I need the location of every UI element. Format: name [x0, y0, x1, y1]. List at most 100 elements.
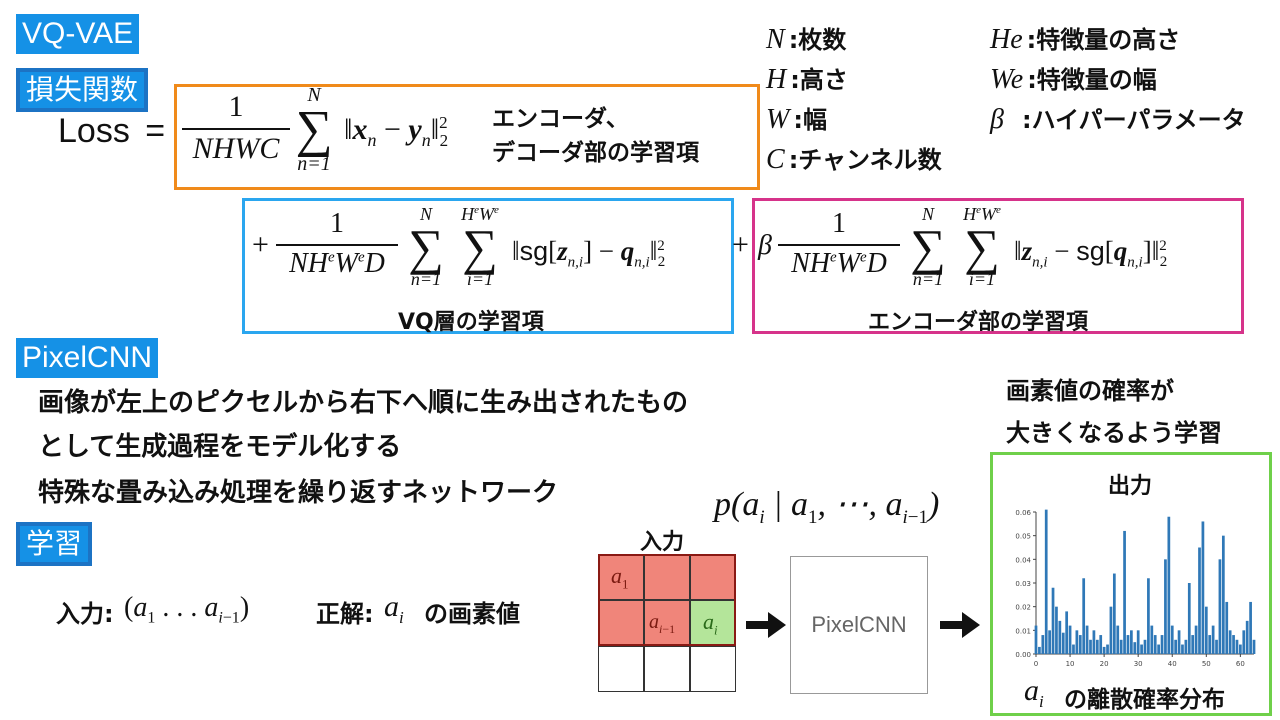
legend-w: W:幅: [766, 104, 827, 135]
term3-plus: +: [732, 228, 749, 261]
term2-sum2-lower: i=1: [466, 269, 494, 289]
input-grid-title: 入力: [640, 530, 685, 555]
bar: [1170, 625, 1174, 654]
bar: [1065, 611, 1069, 654]
bar: [1157, 644, 1160, 654]
term3-box: [752, 198, 1244, 334]
term1-body: ‖xn − yn‖22: [344, 113, 449, 150]
bar: [1109, 606, 1113, 654]
x-tick-label: 40: [1168, 660, 1177, 668]
section-tag-training: 学習: [16, 522, 93, 566]
term2-sum2: HeWe ∑ i=1: [452, 204, 508, 290]
bar: [1228, 630, 1232, 654]
bar: [1235, 639, 1239, 654]
y-tick-label: 0.01: [1015, 627, 1031, 635]
pixelcnn-desc-2: として生成過程をモデル化する: [38, 432, 402, 462]
term3-sum2: HeWe ∑ i=1: [954, 204, 1010, 290]
bar: [1147, 578, 1150, 654]
term2-sum1-lower: n=1: [410, 269, 442, 289]
bar: [1089, 639, 1092, 654]
bar: [1252, 639, 1256, 654]
pixelcnn-desc-3: 特殊な畳み込み処理を繰り返すネットワーク: [38, 478, 559, 508]
bar: [1034, 625, 1038, 654]
bar: [1106, 644, 1109, 654]
bar: [1249, 601, 1252, 654]
term3-sum2-lower: i=1: [968, 269, 996, 289]
bar: [1075, 630, 1079, 654]
bar: [1232, 635, 1235, 654]
training-answer-label: 正解:: [316, 600, 374, 628]
bar: [1061, 632, 1065, 654]
bar: [1160, 635, 1164, 654]
legend-c: C:チャンネル数: [766, 144, 942, 175]
bar: [1201, 521, 1205, 654]
bar: [1082, 578, 1086, 654]
grid-cell-ai-label: ai: [703, 609, 718, 638]
x-tick-label: 30: [1134, 660, 1143, 668]
legend-n: N:枚数: [766, 24, 847, 55]
term1-note-line2: デコーダ部の学習項: [492, 140, 699, 166]
bar: [1215, 639, 1218, 654]
bar: [1218, 559, 1222, 654]
bar: [1085, 625, 1089, 654]
term2-plus: +: [252, 228, 269, 261]
arrow-right-icon: [746, 612, 786, 638]
bar: [1136, 630, 1140, 654]
bar: [1102, 646, 1106, 654]
equals-sign: =: [145, 112, 166, 150]
term1-box: [174, 84, 760, 190]
bar: [1041, 635, 1045, 654]
bar: [1126, 635, 1130, 654]
term1-denominator: NHWC: [192, 132, 280, 165]
term1-note: エンコーダ、 デコーダ部の学習項: [492, 102, 699, 170]
bar: [1194, 625, 1198, 654]
term2-sum1-sign: ∑: [408, 219, 444, 275]
bar: [1044, 509, 1048, 654]
bar: [1048, 630, 1051, 654]
term3-sum1-lower: n=1: [912, 269, 944, 289]
term2-numerator: 1: [330, 208, 344, 239]
bar: [1204, 606, 1208, 654]
bar: [1140, 644, 1143, 654]
term1-fraction: 1 NHWC: [182, 90, 290, 166]
term2-sum1-upper: N: [419, 204, 432, 224]
term2-body: ‖sg[zn,i] − qn,i‖22: [512, 236, 666, 271]
bar: [1150, 625, 1154, 654]
term3-sum1-upper: N: [921, 204, 934, 224]
grid-cell-ai-minus-1-label: ai−1: [649, 611, 676, 636]
bar: [1143, 639, 1147, 654]
grid-cell: [690, 554, 736, 600]
grid-cell: [690, 646, 736, 692]
bar: [1174, 639, 1178, 654]
pixelcnn-desc-1: 画像が左上のピクセルから右下へ順に生み出されたもの: [38, 388, 689, 418]
grid-cell: [644, 554, 690, 600]
x-tick-label: 50: [1202, 660, 1211, 668]
legend-he: He:特徴量の高さ: [990, 24, 1181, 55]
bar: [1153, 635, 1157, 654]
legend-h: H:高さ: [766, 64, 848, 95]
output-title: 出力: [1108, 474, 1153, 499]
bar: [1072, 644, 1075, 654]
training-input-seq: (a1 . . . ai−1): [124, 592, 250, 627]
training-answer-suffix: の画素値: [424, 600, 520, 628]
term3-beta: β: [758, 230, 772, 261]
bar: [1058, 620, 1062, 654]
bar: [1130, 630, 1133, 654]
bar: [1123, 530, 1126, 654]
bar: [1191, 635, 1195, 654]
bar: [1225, 601, 1229, 654]
bar: [1177, 630, 1181, 654]
arrow-right-icon: [940, 612, 980, 638]
y-tick-label: 0.05: [1015, 533, 1031, 541]
legend-beta: β:ハイパーパラメータ: [990, 104, 1246, 135]
term3-body: ‖zn,i − sg[qn,i]‖22: [1014, 236, 1168, 271]
bar: [1116, 625, 1120, 654]
term3-denominator: NHeWeD: [791, 248, 887, 279]
term3-sum1-sign: ∑: [910, 219, 946, 275]
legend-we: We:特徴量の幅: [990, 64, 1157, 95]
conditional-probability: p(ai | a1, ⋯, ai−1): [714, 486, 940, 528]
term1-note-line1: エンコーダ、: [492, 106, 629, 132]
loss-text: Loss: [58, 112, 130, 150]
bar: [1078, 635, 1082, 654]
